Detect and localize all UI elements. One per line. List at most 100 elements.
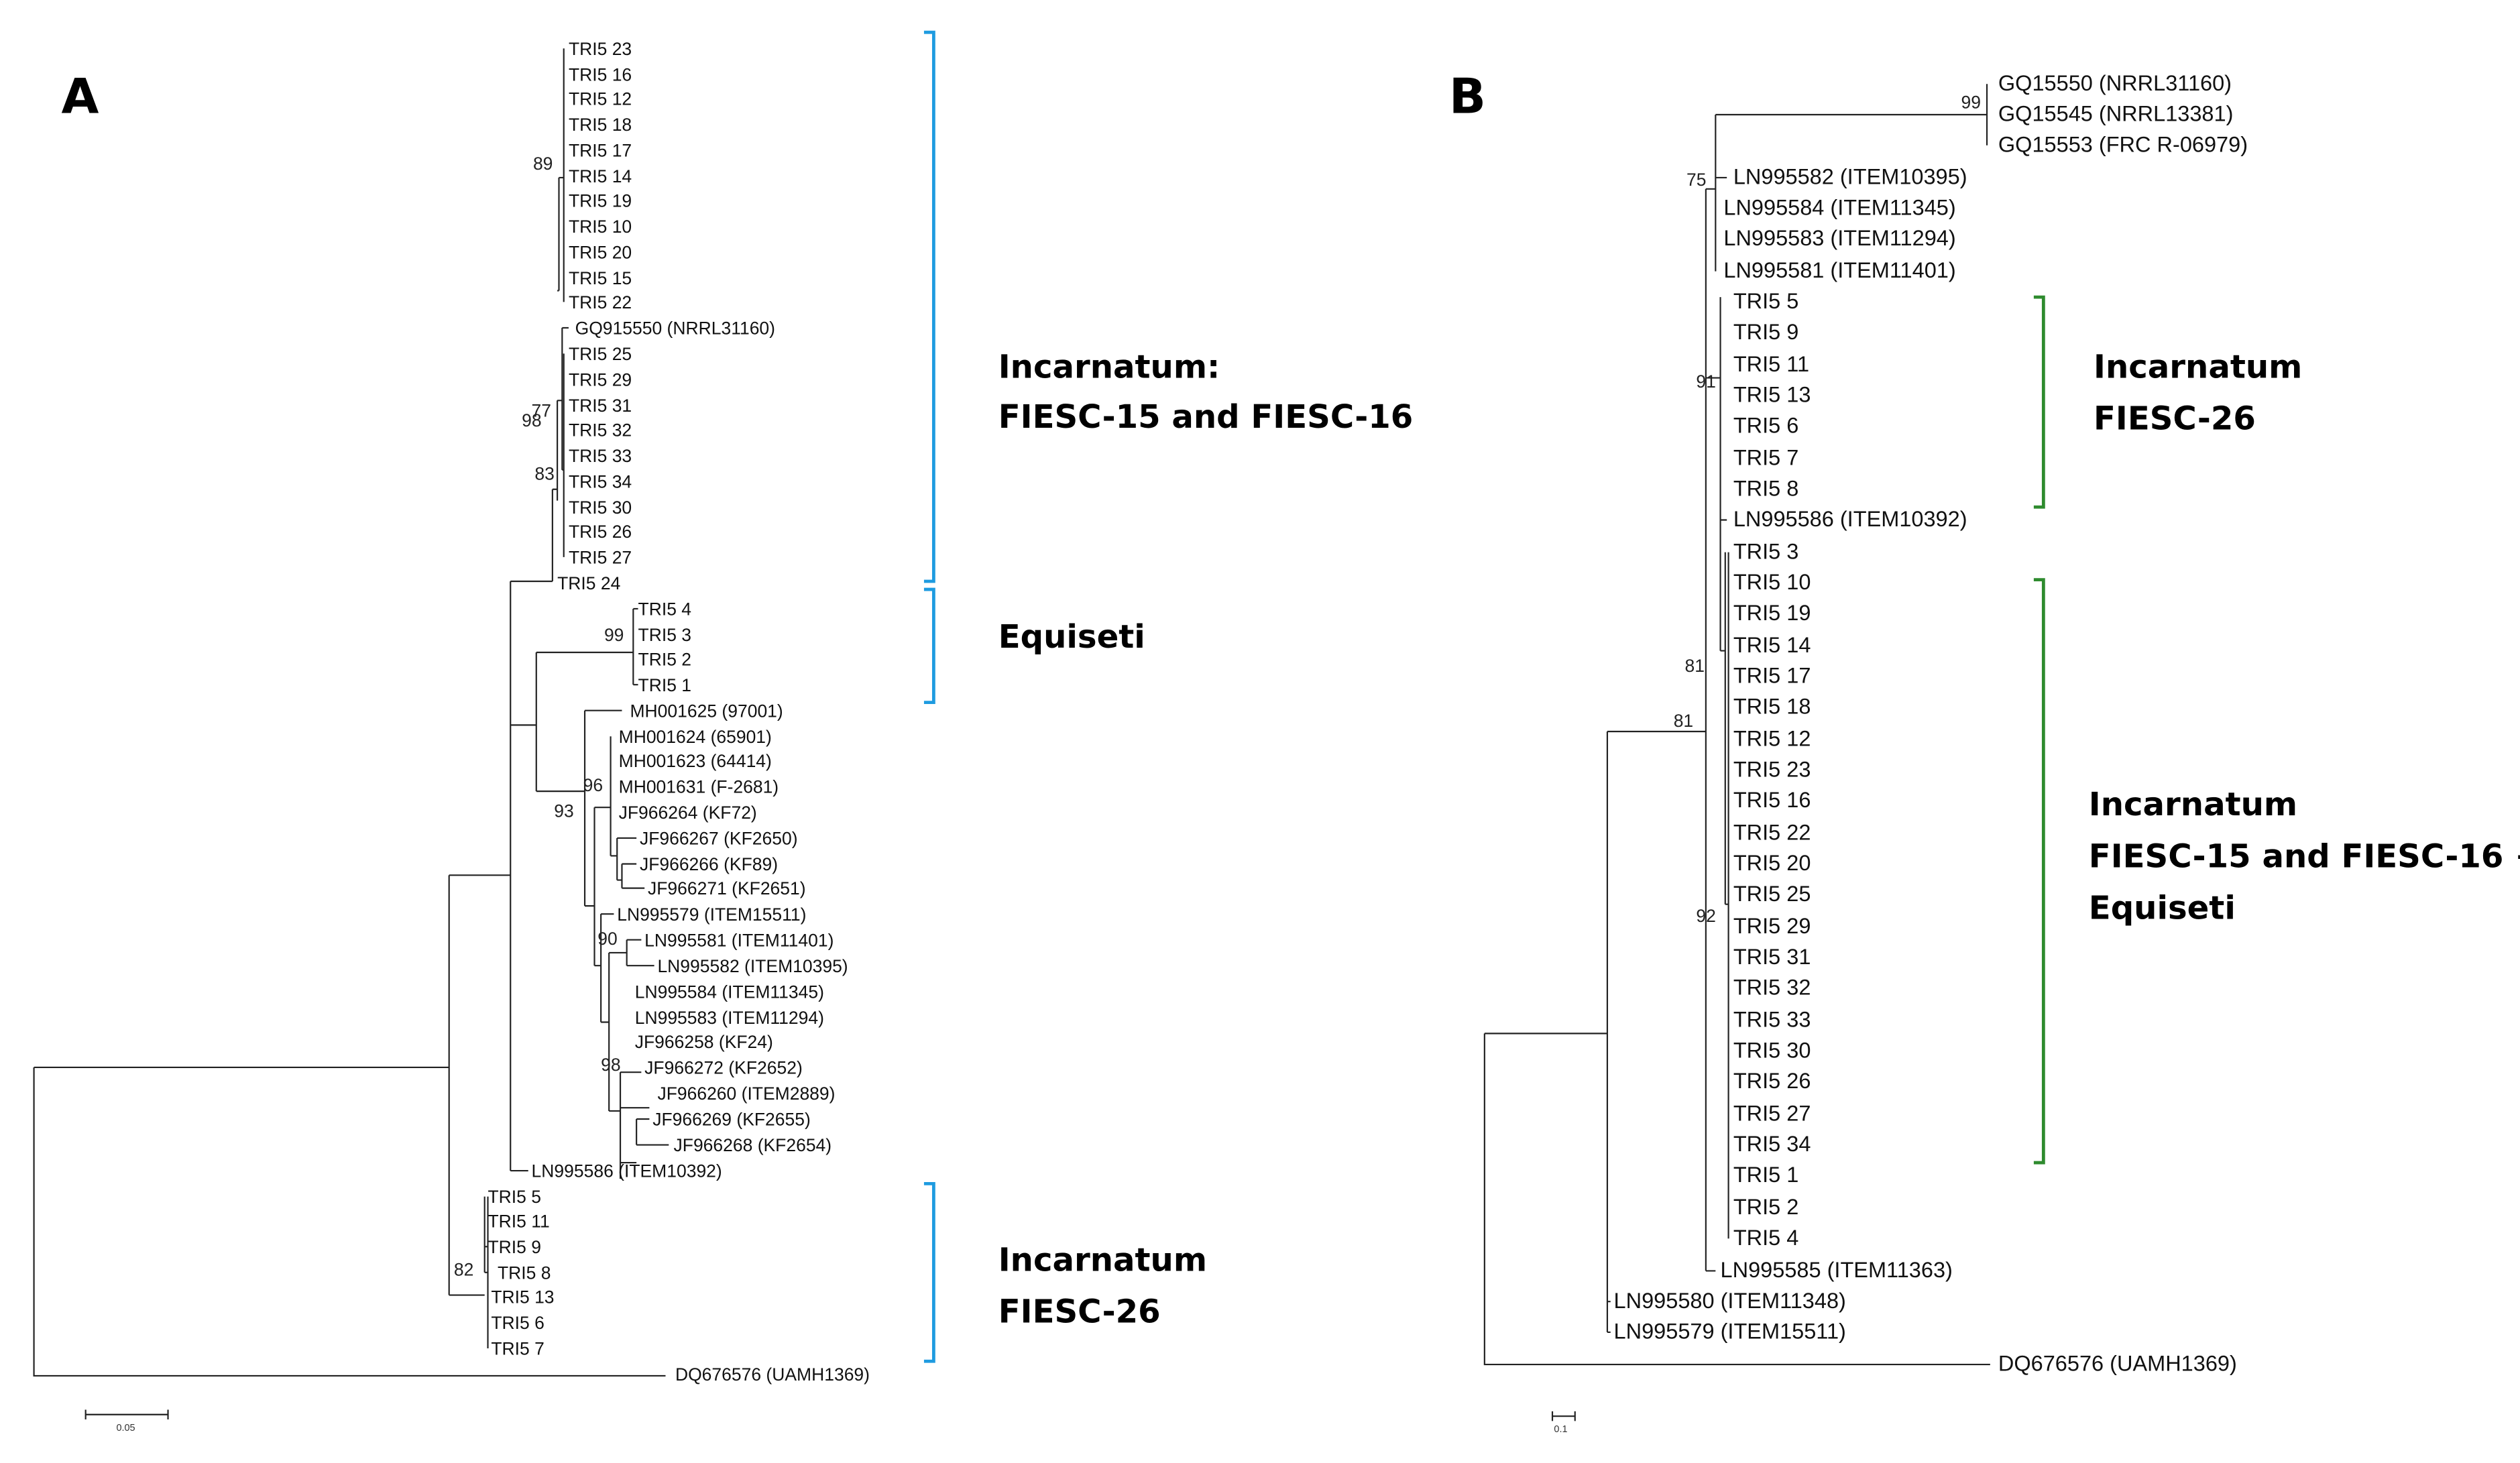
bootstrap-value: 93 bbox=[554, 801, 573, 821]
taxon-label: JF966272 (KF2652) bbox=[644, 1058, 803, 1078]
taxon-label: LN995585 (ITEM11363) bbox=[1721, 1258, 1953, 1282]
taxon-label: TRI5 32 bbox=[1733, 976, 1811, 1000]
panel-b-scale-bar: 0.1 bbox=[1551, 1411, 1576, 1435]
clade-label: Incarnatum bbox=[2094, 349, 2302, 386]
taxon-label: TRI5 3 bbox=[1733, 539, 1799, 563]
taxon-label: LN995581 (ITEM11401) bbox=[1723, 258, 1955, 282]
bootstrap-value: 98 bbox=[601, 1055, 620, 1075]
taxon-label: TRI5 31 bbox=[1733, 945, 1811, 969]
clade-label: Incarnatum: bbox=[998, 349, 1220, 386]
taxon-label: TRI5 3 bbox=[638, 625, 691, 645]
clade-label: Incarnatum bbox=[2089, 786, 2297, 823]
taxon-label: TRI5 7 bbox=[491, 1339, 544, 1359]
taxon-label: TRI5 10 bbox=[569, 217, 632, 237]
bootstrap-value: 90 bbox=[597, 929, 617, 949]
bootstrap-value: 83 bbox=[534, 463, 554, 483]
taxon-label: LN995582 (ITEM10395) bbox=[1733, 165, 1967, 189]
panel-a-clade-annotations: Incarnatum: FIESC-15 and FIESC-16Equiseti… bbox=[923, 30, 1414, 1363]
taxon-label: TRI5 25 bbox=[569, 344, 632, 364]
clade-label: Equiseti bbox=[2089, 889, 2236, 927]
taxon-label: LN995581 (ITEM11401) bbox=[644, 930, 834, 950]
taxon-label: LN995586 (ITEM10392) bbox=[532, 1161, 722, 1181]
bootstrap-value: 77 bbox=[532, 400, 551, 420]
clade-label: FIESC-15 and FIESC-16 + bbox=[2089, 837, 2520, 875]
taxon-label: JF966258 (KF24) bbox=[635, 1032, 773, 1052]
panel-b-leaf-labels: GQ15550 (NRRL31160)GQ15545 (NRRL13381)GQ… bbox=[1614, 71, 2248, 1376]
taxon-label: TRI5 7 bbox=[1733, 446, 1799, 470]
bootstrap-value: 96 bbox=[583, 775, 603, 795]
taxon-label: TRI5 2 bbox=[1733, 1195, 1799, 1219]
taxon-label: MH001624 (65901) bbox=[619, 727, 772, 747]
bootstrap-value: 82 bbox=[454, 1260, 473, 1280]
taxon-label: TRI5 17 bbox=[1733, 664, 1811, 688]
taxon-label: TRI5 31 bbox=[569, 396, 632, 416]
taxon-label: LN995579 (ITEM15511) bbox=[1614, 1320, 1846, 1344]
taxon-label: TRI5 14 bbox=[569, 166, 632, 186]
bootstrap-value: 99 bbox=[604, 625, 624, 645]
taxon-label: JF966269 (KF2655) bbox=[652, 1110, 811, 1130]
taxon-label: TRI5 29 bbox=[1733, 914, 1811, 938]
panel-a-scale-bar: 0.05 bbox=[84, 1409, 169, 1433]
bootstrap-value: 89 bbox=[533, 154, 553, 174]
taxon-label: TRI5 33 bbox=[1733, 1008, 1811, 1032]
clade-label: FIESC-15 and FIESC-16 bbox=[998, 398, 1414, 436]
taxon-label: TRI5 30 bbox=[1733, 1038, 1811, 1062]
taxon-label: TRI5 20 bbox=[1733, 851, 1811, 875]
taxon-label: TRI5 5 bbox=[488, 1187, 541, 1207]
taxon-label: TRI5 11 bbox=[488, 1211, 550, 1231]
taxon-label: LN995583 (ITEM11294) bbox=[635, 1008, 824, 1028]
taxon-label: TRI5 24 bbox=[557, 573, 620, 593]
taxon-label: TRI5 18 bbox=[569, 115, 632, 135]
taxon-label: TRI5 8 bbox=[1733, 476, 1799, 500]
taxon-label: TRI5 1 bbox=[638, 675, 691, 695]
taxon-label: TRI5 14 bbox=[1733, 633, 1811, 657]
taxon-label: JF966267 (KF2650) bbox=[640, 829, 798, 849]
taxon-label: JF966266 (KF89) bbox=[640, 854, 778, 874]
taxon-label: TRI5 26 bbox=[1733, 1069, 1811, 1093]
taxon-label: MH001631 (F-2681) bbox=[619, 777, 779, 797]
panel-b-label: B bbox=[1449, 69, 1486, 125]
taxon-label: LN995579 (ITEM15511) bbox=[617, 904, 806, 925]
taxon-label: TRI5 12 bbox=[1733, 727, 1811, 751]
panel-b-tree-branches bbox=[1483, 84, 1990, 1366]
bootstrap-value: 91 bbox=[1696, 371, 1715, 392]
taxon-label: MH001623 (64414) bbox=[619, 751, 772, 771]
taxon-label: TRI5 32 bbox=[569, 420, 632, 440]
taxon-label: JF966260 (ITEM2889) bbox=[657, 1084, 835, 1104]
taxon-label: TRI5 17 bbox=[569, 141, 632, 161]
clade-label: Incarnatum bbox=[998, 1241, 1207, 1279]
taxon-label: TRI5 2 bbox=[638, 649, 691, 669]
taxon-label: GQ915550 (NRRL31160) bbox=[575, 318, 775, 339]
bootstrap-value: 99 bbox=[1961, 92, 1980, 112]
taxon-label: TRI5 5 bbox=[1733, 289, 1799, 313]
taxon-label: TRI5 11 bbox=[1733, 352, 1809, 376]
taxon-label: TRI5 6 bbox=[1733, 413, 1799, 437]
taxon-label: TRI5 23 bbox=[569, 39, 632, 59]
taxon-label: TRI5 8 bbox=[498, 1263, 551, 1283]
taxon-label: JF966264 (KF72) bbox=[619, 803, 757, 823]
clade-bracket bbox=[923, 587, 935, 705]
scale-bar-label: 0.05 bbox=[116, 1423, 135, 1433]
taxon-label: TRI5 34 bbox=[1733, 1132, 1811, 1156]
taxon-label: LN995586 (ITEM10392) bbox=[1733, 507, 1967, 531]
clade-label: Equiseti bbox=[998, 618, 1145, 656]
taxon-label: JF966268 (KF2654) bbox=[674, 1135, 832, 1155]
taxon-label: TRI5 1 bbox=[1733, 1163, 1799, 1187]
panel-b: B GQ15550 (NRRL31160)GQ15545 (NRRL13381)… bbox=[1449, 69, 2520, 1436]
clade-label: FIESC-26 bbox=[998, 1293, 1161, 1330]
bootstrap-value: 98 bbox=[522, 410, 541, 430]
scale-bar-label: 0.1 bbox=[1554, 1424, 1567, 1435]
taxon-label: JF966271 (KF2651) bbox=[648, 878, 806, 898]
taxon-label: TRI5 30 bbox=[569, 498, 632, 518]
clade-bracket bbox=[923, 1181, 935, 1363]
taxon-label: TRI5 22 bbox=[569, 292, 632, 312]
taxon-label: GQ15545 (NRRL13381) bbox=[1998, 102, 2234, 126]
taxon-label: TRI5 23 bbox=[1733, 757, 1811, 781]
taxon-label: TRI5 13 bbox=[491, 1287, 554, 1307]
taxon-label: TRI5 16 bbox=[1733, 788, 1811, 812]
taxon-label: TRI5 9 bbox=[488, 1237, 541, 1257]
taxon-label: LN995580 (ITEM11348) bbox=[1614, 1289, 1846, 1313]
